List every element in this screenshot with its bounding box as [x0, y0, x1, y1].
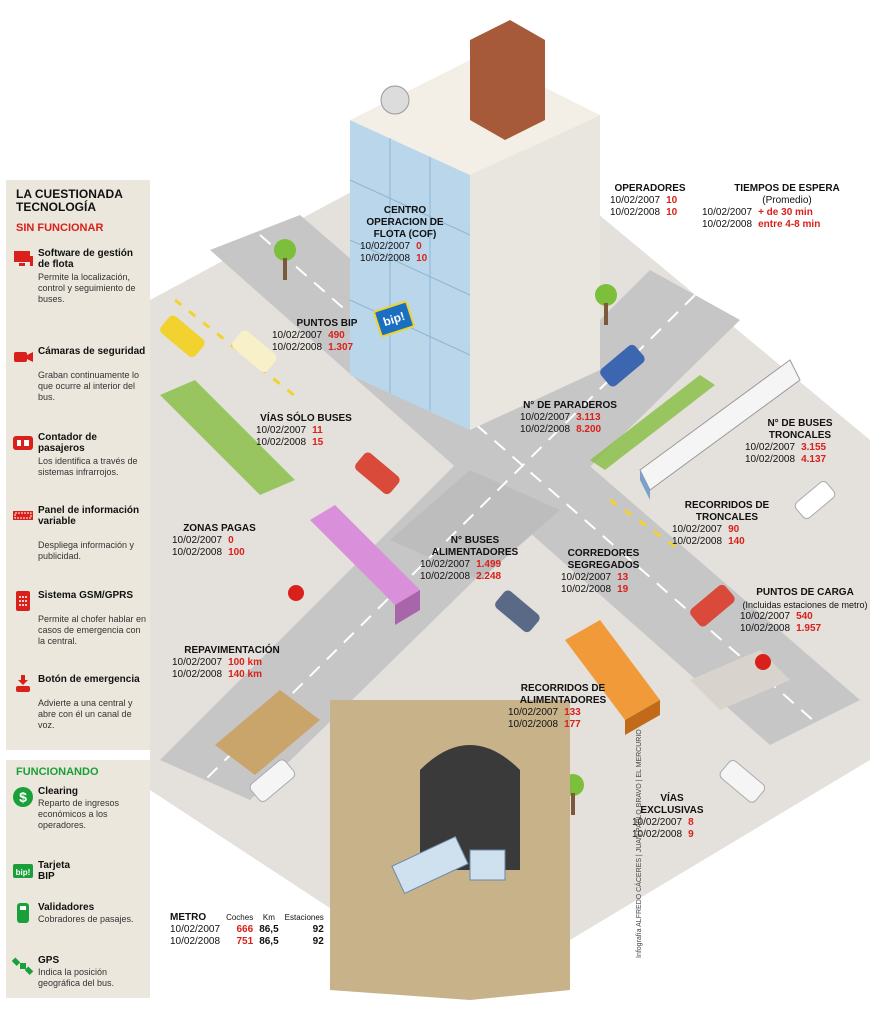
emergency-button-icon	[16, 675, 30, 692]
item-desc: Advierte a una central y abre con él un …	[38, 698, 133, 730]
item-desc: Despliega información y publicidad.	[38, 540, 135, 561]
item-title: Botón de emergencia	[38, 674, 140, 685]
table-row: 10/02/2007 666 86,5 92	[170, 924, 324, 935]
monitor-icon	[14, 251, 33, 266]
item-title: Clearing	[38, 786, 79, 797]
on-heading: FUNCIONANDO	[16, 766, 99, 778]
road-center	[390, 470, 560, 580]
phone-icon	[16, 591, 30, 611]
item-desc: Graban continuamente lo que ocurre al in…	[38, 370, 140, 402]
credit-line: Infografía ALFREDO CÁCERES | JUAN PABLO …	[636, 729, 643, 958]
item-title: Sistema GSM/GPRS	[38, 590, 134, 601]
panel-title: LA CUESTIONADA TECNOLOGÍA	[16, 187, 123, 214]
item-title: Panel de información variable	[38, 505, 140, 527]
item-title: Tarjeta BIP	[38, 860, 71, 882]
orange-bus	[565, 620, 660, 735]
camera-icon	[14, 352, 33, 362]
table-row: 10/02/2008 751 86,5 92	[170, 936, 324, 947]
cof-building-right	[470, 115, 600, 430]
cof-building-left	[350, 120, 470, 430]
item-desc: Permite la localización, control y segui…	[38, 272, 136, 304]
white-bus	[639, 359, 801, 500]
metro-col-coches: Coches	[226, 913, 254, 922]
metro-col-km: Km	[262, 913, 275, 922]
bip-card-icon: bip!	[13, 864, 33, 878]
working-panel: FUNCIONANDO $ Clearing Reparto de ingres…	[6, 760, 150, 998]
counter-icon	[13, 436, 33, 450]
item-desc: Permite al chofer hablar en casos de eme…	[38, 614, 147, 646]
item-desc: Reparto de ingresos económicos a los ope…	[38, 798, 120, 830]
stat-puntos-carga: PUNTOS DE CARGA (Incluidas estaciones de…	[740, 587, 868, 634]
item-title: GPS	[38, 955, 60, 966]
stat-espera: TIEMPOS DE ESPERA (Promedio) 10/02/2007+…	[702, 183, 840, 230]
validator-icon	[17, 903, 29, 923]
metro-col-estaciones: Estaciones	[284, 913, 324, 922]
stat-cof: CENTRO OPERACION DE FLOTA (COF) 10/02/20…	[360, 205, 444, 264]
svg-text:$: $	[19, 789, 27, 805]
item-desc: Indica la posición geográfica del bus.	[38, 967, 115, 988]
item-title: Cámaras de seguridad	[38, 346, 146, 357]
item-title: Validadores	[38, 902, 95, 913]
dollar-icon: $	[13, 787, 33, 807]
item-desc: Los identifica a través de sistemas infr…	[38, 456, 138, 477]
metro-table: METRO Coches Km Estaciones 10/02/2007 66…	[170, 912, 330, 948]
panel-icon	[13, 511, 33, 520]
svg-text:bip!: bip!	[16, 868, 31, 877]
satellite-icon	[12, 957, 34, 975]
technology-panel: LA CUESTIONADA TECNOLOGÍA SIN FUNCIONAR …	[6, 180, 150, 750]
item-title: Contador de pasajeros	[38, 432, 97, 454]
off-heading: SIN FUNCIONAR	[16, 222, 104, 234]
pink-bus	[310, 505, 420, 625]
item-desc: Cobradores de pasajes.	[38, 914, 134, 924]
item-title: Software de gestión de flota	[38, 248, 134, 270]
metro-title: METRO	[170, 912, 207, 923]
